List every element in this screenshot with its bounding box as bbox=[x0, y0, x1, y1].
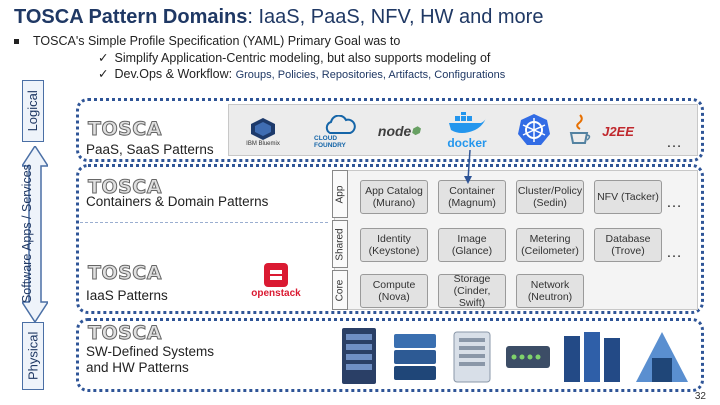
checkmark-icon: ✓ bbox=[98, 51, 109, 65]
square-bullet-icon bbox=[14, 39, 19, 45]
service-container: Container (Magnum) bbox=[438, 180, 506, 214]
app-more-ellipsis: … bbox=[666, 194, 683, 211]
ibm-bluemix-logo: IBM Bluemix bbox=[238, 112, 288, 152]
nodejs-logo: node⬢ bbox=[374, 118, 424, 144]
hw-band bbox=[76, 318, 704, 392]
cloud-foundry-text: CLOUD FOUNDRY bbox=[314, 135, 346, 149]
iaas-layer-label: IaaS Patterns bbox=[86, 288, 168, 303]
slide-title-rest: : IaaS, PaaS, NFV, HW and more bbox=[247, 6, 544, 28]
logical-label-text: Logical bbox=[25, 90, 41, 132]
containers-iaas-band bbox=[76, 164, 704, 314]
service-network: Network (Neutron) bbox=[516, 274, 584, 308]
java-logo bbox=[566, 110, 594, 150]
side-tab-shared: Shared bbox=[332, 220, 348, 268]
side-tab-shared-text: Shared bbox=[334, 227, 346, 261]
software-services-label-text: Software Apps / Services bbox=[19, 164, 34, 304]
shared-more-ellipsis: … bbox=[666, 244, 683, 261]
cloud-icon bbox=[325, 115, 356, 134]
openstack-text: openstack bbox=[251, 287, 301, 299]
kubernetes-wheel-icon bbox=[518, 114, 550, 145]
openstack-logo: openstack bbox=[246, 256, 306, 304]
side-tab-app: App bbox=[332, 170, 348, 218]
cloud-foundry-logo: CLOUD FOUNDRY bbox=[314, 112, 366, 152]
checkmark-icon: ✓ bbox=[98, 67, 109, 81]
paas-band bbox=[76, 98, 704, 162]
slide-title: TOSCA Pattern Domains: IaaS, PaaS, NFV, … bbox=[14, 6, 543, 29]
bullet-main-text: TOSCA's Simple Profile Specification (YA… bbox=[33, 34, 401, 48]
service-database: Database (Trove) bbox=[594, 228, 662, 262]
kubernetes-logo bbox=[514, 110, 554, 150]
openstack-icon bbox=[264, 262, 288, 287]
server-room-icon bbox=[636, 332, 688, 382]
docker-to-container-connector bbox=[464, 150, 472, 184]
service-compute: Compute (Nova) bbox=[360, 274, 428, 308]
service-image: Image (Glance) bbox=[438, 228, 506, 262]
paas-more-ellipsis: … bbox=[666, 134, 683, 151]
double-arrow-icon bbox=[22, 146, 48, 322]
hw-layer-label: SW-Defined Systems and HW Patterns bbox=[86, 344, 215, 376]
bullet-sub-2-lead: Dev.Ops & Workflow: bbox=[114, 67, 236, 81]
docker-whale-icon bbox=[449, 112, 486, 133]
paas-layer-label: PaaS, SaaS Patterns bbox=[86, 142, 214, 157]
bullet-sub-2-detail: Groups, Policies, Repositories, Artifact… bbox=[235, 69, 506, 81]
nodejs-text: node bbox=[377, 123, 412, 139]
page-number: 32 bbox=[694, 391, 706, 402]
physical-label-text: Physical bbox=[25, 331, 41, 381]
side-tab-app-text: App bbox=[334, 185, 346, 203]
nodejs-hex-icon: ⬢ bbox=[411, 125, 421, 137]
bullet-sub-1-text: Simplify Application-Centric modeling, b… bbox=[114, 51, 491, 65]
service-storage: Storage (Cinder, Swift) bbox=[438, 273, 506, 309]
bullet-main: TOSCA's Simple Profile Specification (YA… bbox=[14, 34, 400, 48]
tosca-logo: TOSCA bbox=[86, 322, 164, 345]
docker-text: docker bbox=[447, 136, 487, 150]
bullet-sub-1: ✓ Simplify Application-Centric modeling, … bbox=[98, 50, 490, 65]
network-switch-icon bbox=[506, 346, 550, 368]
physical-label: Physical bbox=[22, 322, 44, 390]
service-identity: Identity (Keystone) bbox=[360, 228, 428, 262]
side-tab-core: Core bbox=[332, 270, 348, 310]
data-center-icon bbox=[564, 332, 620, 382]
service-metering: Metering (Ceilometer) bbox=[516, 228, 584, 262]
j2ee-text: J2EE bbox=[602, 123, 634, 139]
bullet-sub-2: ✓ Dev.Ops & Workflow: Groups, Policies, R… bbox=[98, 66, 505, 81]
slide-title-bold: TOSCA Pattern Domains bbox=[14, 6, 248, 28]
server-rack-icon bbox=[342, 328, 376, 384]
containers-layer-label: Containers & Domain Patterns bbox=[86, 194, 269, 209]
docker-logo: docker bbox=[436, 110, 498, 152]
storage-array-icon bbox=[453, 331, 491, 383]
service-nfv: NFV (Tacker) bbox=[594, 180, 662, 214]
iaas-divider bbox=[80, 222, 328, 310]
tosca-logo: TOSCA bbox=[86, 176, 164, 199]
logical-label: Logical bbox=[22, 80, 44, 142]
service-cluster: Cluster/Policy (Sedin) bbox=[516, 180, 584, 214]
service-app-catalog: App Catalog (Murano) bbox=[360, 180, 428, 214]
j2ee-logo: J2EE bbox=[596, 120, 640, 142]
software-services-label: Software Apps / Services bbox=[2, 146, 52, 322]
java-cup-icon bbox=[569, 114, 591, 144]
tosca-logo: TOSCA bbox=[86, 262, 164, 285]
side-tab-core-text: Core bbox=[334, 279, 346, 301]
tosca-logo: TOSCA bbox=[86, 118, 164, 141]
ibm-bluemix-text: IBM Bluemix bbox=[246, 141, 280, 147]
server-stack-icon bbox=[394, 334, 436, 380]
ibm-bluemix-icon bbox=[251, 118, 275, 140]
